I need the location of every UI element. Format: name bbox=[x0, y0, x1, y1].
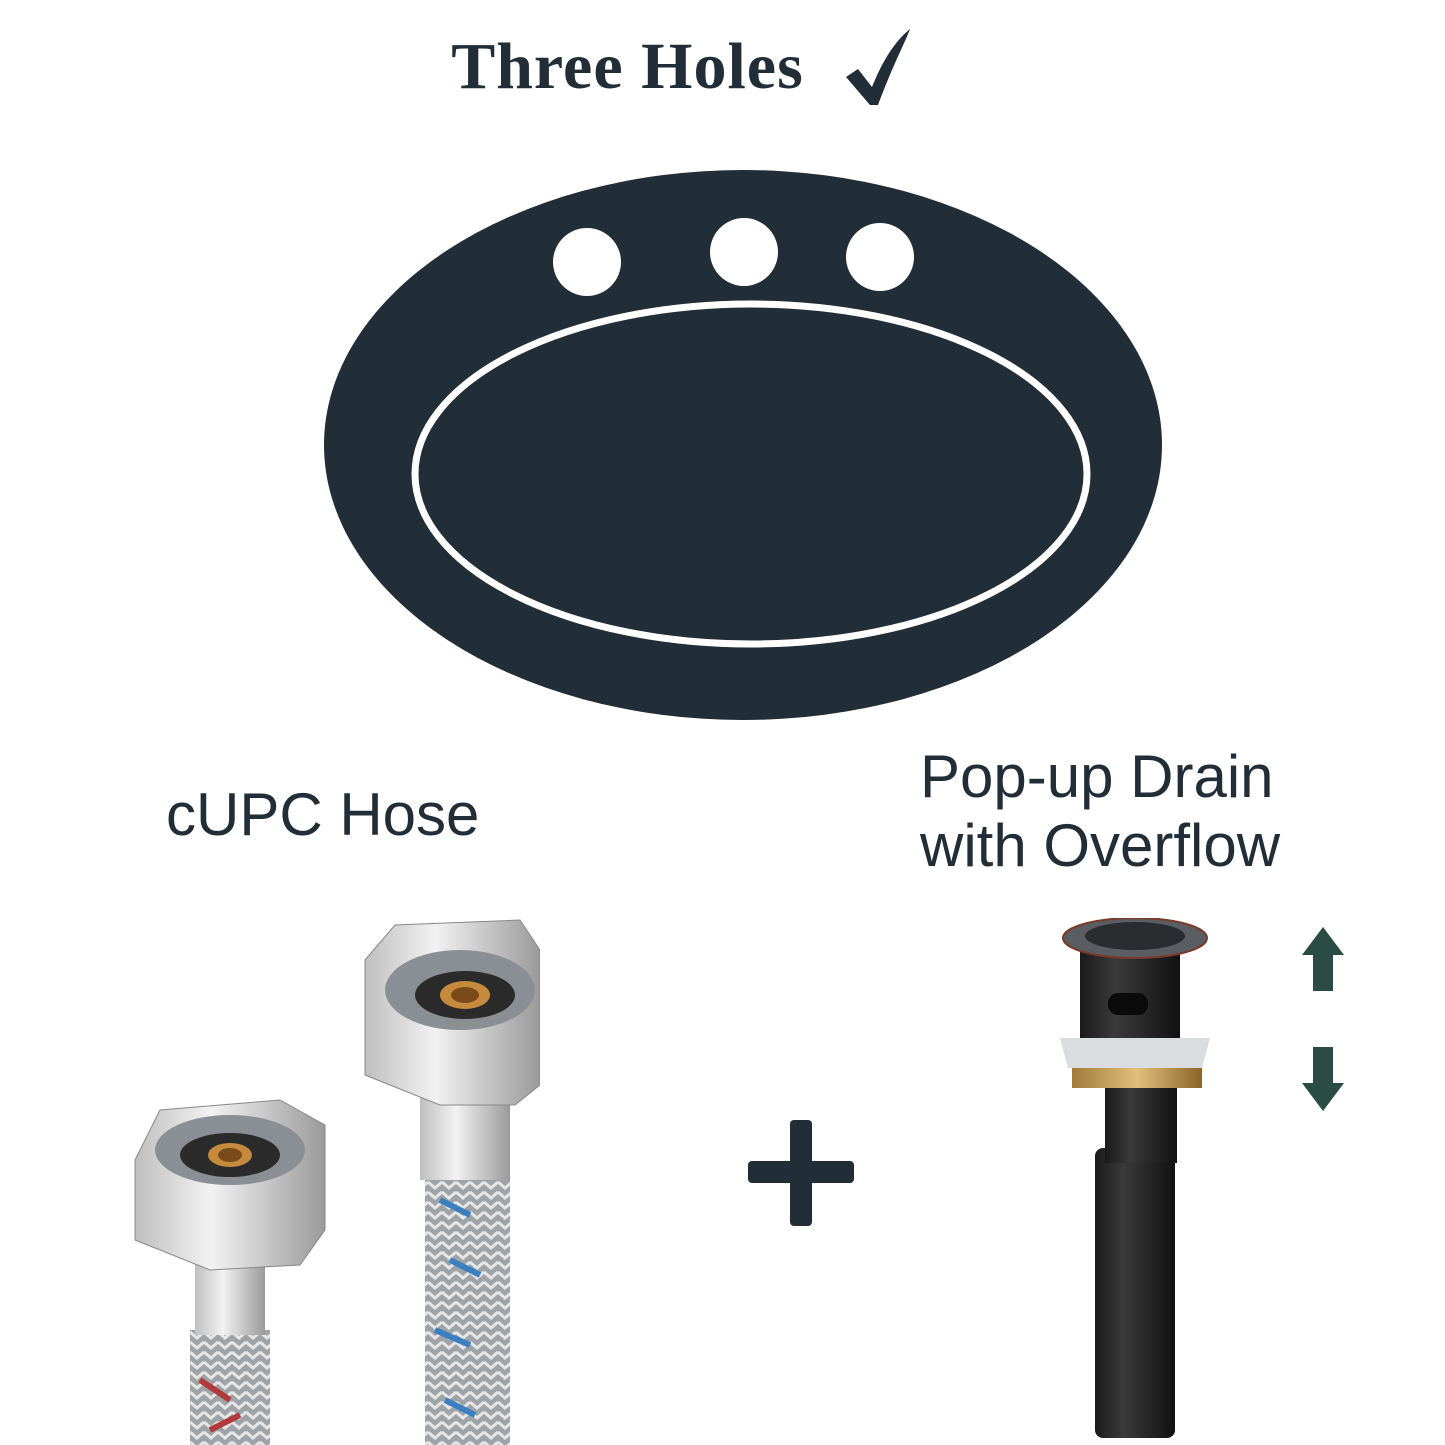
pop-up-drain-image bbox=[1060, 918, 1210, 1438]
sink-countertop-shape bbox=[324, 170, 1162, 720]
checkmark-icon bbox=[845, 29, 910, 105]
plus-icon bbox=[748, 1120, 854, 1226]
braided-hose-image bbox=[134, 919, 540, 1445]
drain-label-line1: Pop-up Drain bbox=[920, 743, 1274, 810]
header: Three Holes bbox=[0, 22, 1445, 112]
faucet-hole-1 bbox=[553, 228, 621, 296]
drain-label: Pop-up Drain with Overflow bbox=[920, 742, 1280, 880]
hose-label: cUPC Hose bbox=[166, 781, 480, 848]
arrow-up-icon bbox=[1302, 927, 1344, 991]
arrow-down-icon bbox=[1302, 1047, 1344, 1111]
drain-label-line2: with Overflow bbox=[920, 812, 1281, 879]
sink-top-view-diagram bbox=[324, 170, 1162, 720]
faucet-hole-3 bbox=[846, 223, 914, 291]
page-title: Three Holes bbox=[451, 30, 804, 103]
faucet-hole-2 bbox=[710, 218, 778, 286]
basin-outline bbox=[411, 300, 1091, 648]
